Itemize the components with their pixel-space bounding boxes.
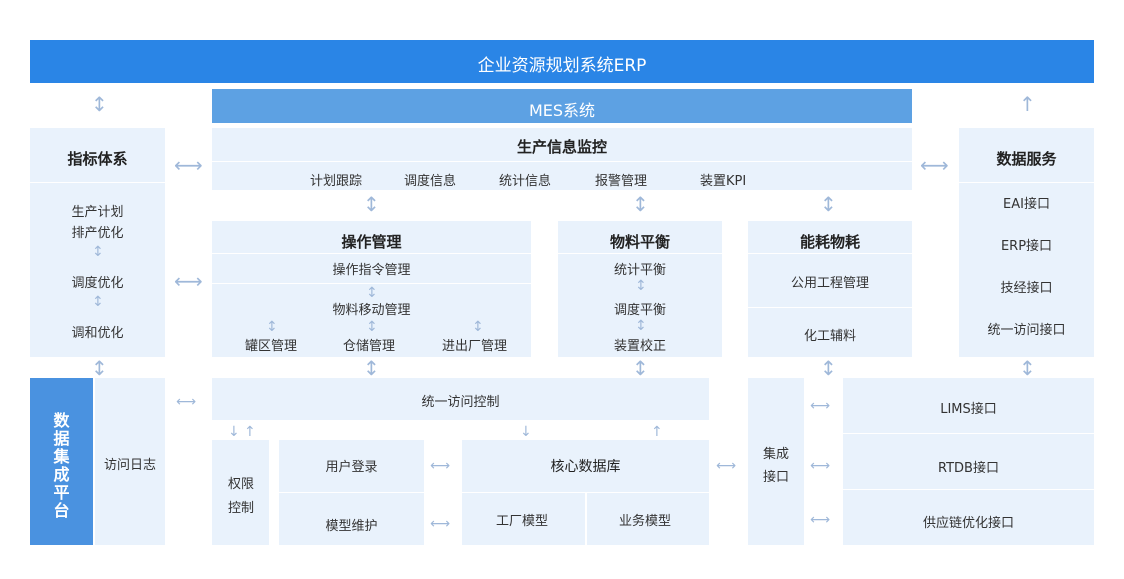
erp-bar: 企业资源规划系统ERP <box>30 40 1094 83</box>
integration-panel: 集成 接口 <box>748 378 804 545</box>
energy-panel: 能耗物耗 公用工程管理 化工辅料 <box>748 221 912 357</box>
data-service-panel: 数据服务 EAI接口 ERP接口 技经接口 统一访问接口 <box>959 128 1094 357</box>
double-arrow-horizontal-icon: ⟷ <box>176 394 197 410</box>
access-control-label: 统一访问控制 <box>421 395 500 410</box>
interface-item: 供应链优化接口 <box>922 516 1014 531</box>
data-service-item: EAI接口 <box>1003 197 1050 212</box>
double-arrow-vertical-icon: ↕ <box>632 356 649 380</box>
double-arrow-vertical-icon: ↕ <box>366 319 378 335</box>
double-arrow-horizontal-icon: ⟷ <box>810 398 831 414</box>
double-arrow-horizontal-icon: ⟷ <box>174 269 203 293</box>
data-service-item: 统一访问接口 <box>987 323 1066 338</box>
energy-item: 公用工程管理 <box>790 276 869 291</box>
double-arrow-vertical-icon: ↕ <box>635 278 647 294</box>
permission-panel: 权限 控制 <box>212 440 269 545</box>
material-title: 物料平衡 <box>609 233 670 251</box>
double-arrow-vertical-icon: ↕ <box>363 192 380 216</box>
material-item: 调度平衡 <box>613 303 666 318</box>
indicator-panel: 指标体系 生产计划 排产优化 ↕ 调度优化 ↕ 调和优化 <box>30 128 165 357</box>
energy-title: 能耗物耗 <box>799 233 860 251</box>
platform-label: 数 据 集 成 平 台 <box>30 378 93 545</box>
operation-subitem: 罐区管理 <box>245 339 298 354</box>
double-arrow-vertical-icon: ↕ <box>820 356 837 380</box>
material-item: 装置校正 <box>613 339 666 354</box>
core-db-item: 业务模型 <box>619 514 672 529</box>
access-log-panel: 访问日志 <box>95 378 165 545</box>
indicator-title: 指标体系 <box>67 150 128 168</box>
arrow-up-icon: ↑ <box>1019 92 1036 116</box>
platform-title-char: 集 <box>53 447 70 466</box>
double-arrow-horizontal-icon: ⟷ <box>430 516 451 532</box>
double-arrow-vertical-icon: ↕ <box>91 356 108 380</box>
double-arrow-vertical-icon: ↕ <box>92 294 104 310</box>
indicator-item: 生产计划 <box>71 205 124 220</box>
permission-label: 控制 <box>228 501 255 516</box>
energy-item: 化工辅料 <box>803 329 856 344</box>
erp-title: 企业资源规划系统ERP <box>477 56 647 76</box>
operation-item: 操作指令管理 <box>332 263 411 278</box>
double-arrow-horizontal-icon: ⟷ <box>810 458 831 474</box>
data-service-item: ERP接口 <box>1000 239 1053 254</box>
interface-item: RTDB接口 <box>938 461 999 476</box>
platform-title-char: 平 <box>53 483 70 502</box>
double-arrow-vertical-icon: ↕ <box>92 244 104 260</box>
operation-panel: 操作管理 操作指令管理 物料移动管理 ↕ ↕ ↕ ↕ 罐区管理 仓储管理 进出厂… <box>212 221 531 357</box>
permission-label: 权限 <box>228 477 255 492</box>
operation-subitem: 进出厂管理 <box>442 339 508 354</box>
mes-title: MES系统 <box>528 101 596 120</box>
arrow-up-icon: ↑ <box>651 424 663 440</box>
access-log-label: 访问日志 <box>103 458 156 473</box>
monitor-item: 报警管理 <box>595 174 648 189</box>
monitor-item: 装置KPI <box>700 174 747 189</box>
double-arrow-horizontal-icon: ⟷ <box>174 153 203 177</box>
double-arrow-vertical-icon: ↕ <box>472 319 484 335</box>
platform-title-char: 数 <box>53 411 70 430</box>
double-arrow-horizontal-icon: ⟷ <box>430 458 451 474</box>
platform-title-char: 台 <box>53 501 70 520</box>
data-service-item: 技经接口 <box>1000 281 1053 296</box>
double-arrow-vertical-icon: ↕ <box>635 318 647 334</box>
interface-item: LIMS接口 <box>940 402 997 417</box>
double-arrow-vertical-icon: ↕ <box>266 319 278 335</box>
double-arrow-vertical-icon: ↕ <box>1019 356 1036 380</box>
arrow-down-icon: ↓ <box>520 424 532 440</box>
monitor-panel: 生产信息监控 计划跟踪 调度信息 统计信息 报警管理 装置KPI <box>212 128 912 190</box>
monitor-title: 生产信息监控 <box>516 138 607 156</box>
material-panel: 物料平衡 统计平衡 ↕ 调度平衡 ↕ 装置校正 <box>558 221 722 357</box>
double-arrow-horizontal-icon: ⟷ <box>920 153 949 177</box>
core-db-panel: 核心数据库 工厂模型 业务模型 <box>462 440 709 545</box>
double-arrow-vertical-icon: ↕ <box>366 285 378 301</box>
double-arrow-horizontal-icon: ⟷ <box>810 512 831 528</box>
material-item: 统计平衡 <box>613 263 666 278</box>
user-login-label: 用户登录 <box>325 460 378 475</box>
indicator-item: 排产优化 <box>71 226 124 241</box>
operation-title: 操作管理 <box>341 233 402 251</box>
interfaces-panel: LIMS接口 RTDB接口 供应链优化接口 <box>843 378 1094 545</box>
monitor-item: 计划跟踪 <box>310 174 363 189</box>
core-db-title: 核心数据库 <box>550 459 621 475</box>
integration-label: 接口 <box>762 470 789 485</box>
arrow-up-icon: ↑ <box>244 424 256 440</box>
platform-title-char: 成 <box>53 465 70 484</box>
operation-subitem: 仓储管理 <box>343 339 396 354</box>
operation-item: 物料移动管理 <box>332 303 411 318</box>
indicator-item: 调度优化 <box>71 276 124 291</box>
model-maint-label: 模型维护 <box>325 519 378 534</box>
monitor-item: 统计信息 <box>499 174 552 189</box>
monitor-item: 调度信息 <box>404 174 457 189</box>
double-arrow-horizontal-icon: ⟷ <box>716 458 737 474</box>
indicator-item: 调和优化 <box>71 326 124 341</box>
mes-bar: MES系统 <box>212 89 912 123</box>
integration-label: 集成 <box>762 447 789 462</box>
user-login-panel: 用户登录 模型维护 <box>279 440 424 545</box>
arrow-down-icon: ↓ <box>228 424 240 440</box>
access-control-panel: 统一访问控制 <box>212 378 709 420</box>
double-arrow-vertical-icon: ↕ <box>820 192 837 216</box>
core-db-item: 工厂模型 <box>496 514 549 529</box>
data-service-title: 数据服务 <box>996 150 1057 168</box>
platform-title-char: 据 <box>53 429 70 448</box>
double-arrow-vertical-icon: ↕ <box>363 356 380 380</box>
double-arrow-vertical-icon: ↕ <box>632 192 649 216</box>
double-arrow-vertical-icon: ↕ <box>91 92 108 116</box>
